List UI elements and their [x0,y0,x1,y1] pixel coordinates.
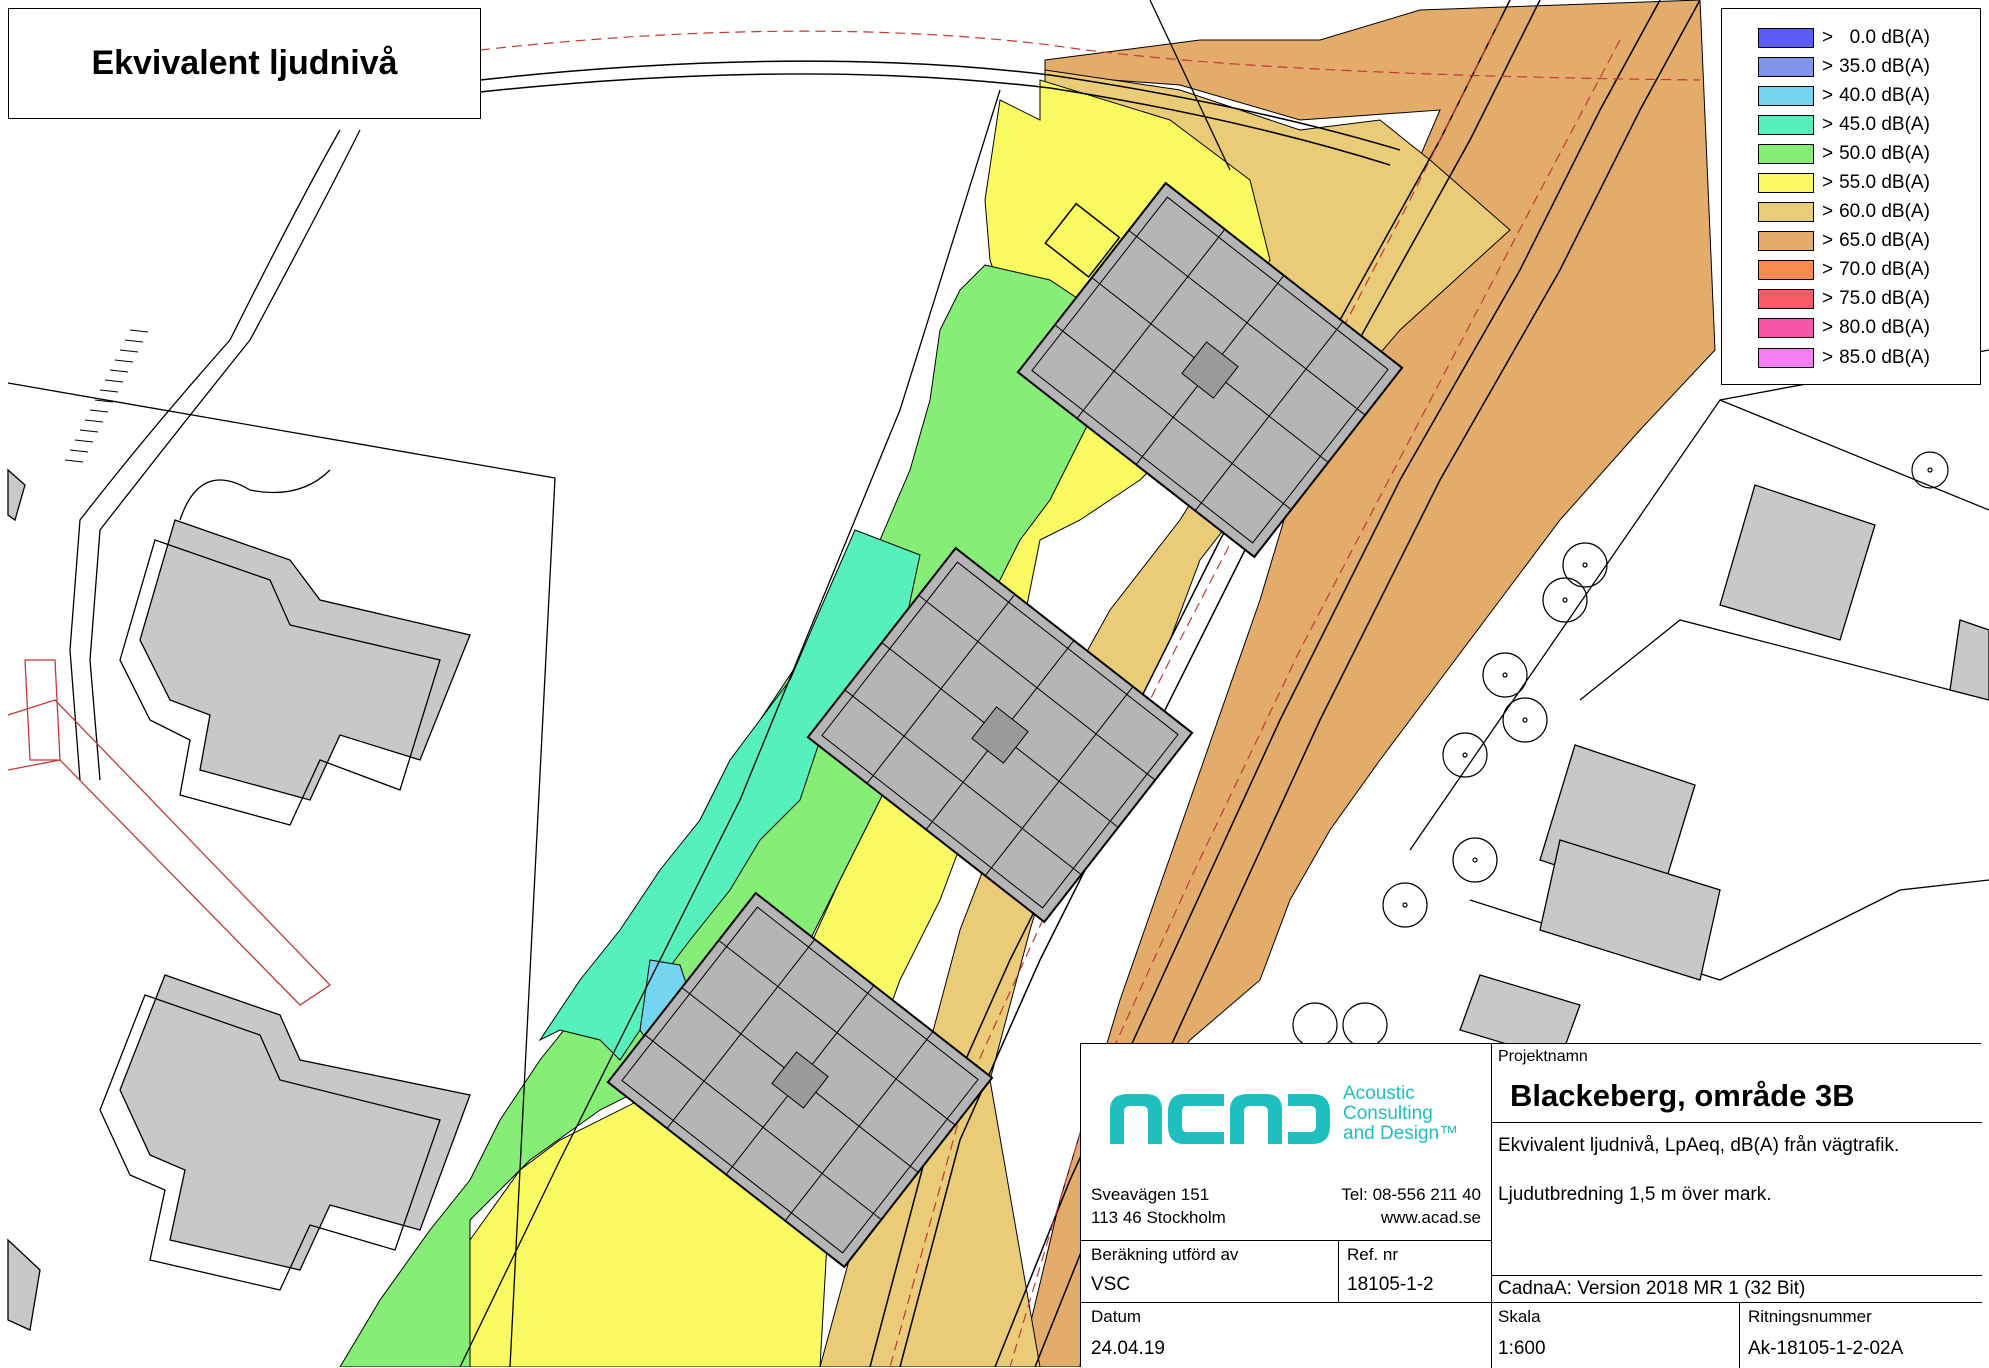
legend-label: 85.0 dB(A) [1839,346,1930,368]
legend-swatch [1758,85,1814,106]
logo-text: Acoustic Consulting and Design™ [1343,1084,1458,1144]
title-block: Acoustic Consulting and Design™ Sveaväge… [1080,1043,1982,1368]
ref-value: 18105-1-2 [1347,1274,1434,1295]
phone: Tel: 08-556 211 40 [1341,1185,1481,1204]
legend-label: 45.0 dB(A) [1839,113,1930,135]
legend-prefix: > [1822,26,1834,48]
legend-swatch [1758,289,1814,310]
legend-label: 35.0 dB(A) [1839,55,1930,77]
map-title-box: Ekvivalent ljudnivå [8,8,481,119]
date-cell: Datum 24.04.19 [1081,1303,1492,1368]
legend-label: 55.0 dB(A) [1839,172,1930,194]
scale-value: 1:600 [1498,1338,1546,1359]
legend-swatch [1758,318,1814,339]
project-name: Blackeberg, område 3B [1510,1078,1855,1113]
ref-cell: Ref. nr 18105-1-2 [1339,1241,1492,1303]
logo-line-1: Acoustic [1343,1083,1415,1104]
legend-swatch [1758,260,1814,281]
footpath [7,659,332,1006]
legend-swatch [1758,27,1814,48]
calc-by-value: VSC [1091,1274,1131,1295]
drawing-cell: Ritningsnummer Ak-18105-1-2-02A [1740,1303,1982,1368]
legend-prefix: > [1822,113,1834,135]
logo-line-2: Consulting [1343,1103,1433,1124]
software: CadnaA: Version 2018 MR 1 (32 Bit) [1498,1278,1806,1299]
legend-prefix: > [1822,201,1834,223]
legend-item: >65.0 dB(A) [1722,227,1980,256]
legend-prefix: > [1822,84,1834,106]
property-lines [7,0,1989,1367]
legend-item: >85.0 dB(A) [1722,343,1980,372]
calc-by-label: Beräkning utförd av [1091,1245,1239,1264]
legend-label: 40.0 dB(A) [1839,84,1930,106]
legend-prefix: > [1822,288,1834,310]
date-label: Datum [1091,1307,1142,1326]
legend-swatch [1758,143,1814,164]
legend-swatch [1758,202,1814,223]
legend-label: 60.0 dB(A) [1839,201,1930,223]
legend-label: 50.0 dB(A) [1839,142,1930,164]
legend-item: >45.0 dB(A) [1722,110,1980,139]
legend-label: 0.0 dB(A) [1839,26,1930,48]
legend-item: >80.0 dB(A) [1722,314,1980,343]
legend-prefix: > [1822,142,1834,164]
existing-buildings [7,468,1989,1331]
address-line-2: 113 46 Stockholm [1091,1208,1226,1227]
address-line-1: Sveavägen 151 [1091,1185,1210,1204]
description-1: Ekvivalent ljudnivå, LpAeq, dB(A) från v… [1498,1135,1900,1156]
legend-item: >55.0 dB(A) [1722,168,1980,197]
description-2: Ljudutbredning 1,5 m över mark. [1498,1184,1772,1205]
company-cell: Acoustic Consulting and Design™ Sveaväge… [1081,1044,1492,1241]
acad-logo [1110,1094,1330,1144]
legend-prefix: > [1822,230,1834,252]
calc-by-cell: Beräkning utförd av VSC [1081,1241,1339,1303]
trees [1292,451,1949,1048]
legend-label: 70.0 dB(A) [1839,259,1930,281]
legend-item: >35.0 dB(A) [1722,52,1980,81]
legend-swatch [1758,231,1814,252]
date-value: 24.04.19 [1091,1338,1165,1359]
legend-swatch [1758,114,1814,135]
legend-label: 80.0 dB(A) [1839,317,1930,339]
legend-prefix: > [1822,317,1834,339]
legend-swatch [1758,56,1814,77]
legend-prefix: > [1822,55,1834,77]
legend-item: >60.0 dB(A) [1722,198,1980,227]
ref-label: Ref. nr [1347,1245,1399,1264]
drawing-label: Ritningsnummer [1748,1307,1872,1326]
legend-item: >75.0 dB(A) [1722,285,1980,314]
legend-prefix: > [1822,346,1834,368]
legend-swatch [1758,347,1814,368]
stairs [64,329,149,463]
website[interactable]: www.acad.se [1380,1208,1481,1227]
legend-item: >40.0 dB(A) [1722,81,1980,110]
legend-item: >50.0 dB(A) [1722,139,1980,168]
legend-item: >70.0 dB(A) [1722,256,1980,285]
logo-line-3: and Design™ [1343,1123,1459,1144]
scale-label: Skala [1498,1307,1541,1326]
legend: > 0.0 dB(A)>35.0 dB(A)>40.0 dB(A)>45.0 d… [1721,8,1981,385]
legend-prefix: > [1822,259,1834,281]
map-title: Ekvivalent ljudnivå [91,44,398,82]
planned-buildings [606,181,1404,1269]
software-cell: CadnaA: Version 2018 MR 1 (32 Bit) [1492,1276,1982,1303]
roads [479,0,1701,1367]
project-label: Projektnamn [1498,1048,1588,1065]
legend-prefix: > [1822,172,1834,194]
project-cell: Projektnamn Blackeberg, område 3B Ekviva… [1492,1044,1982,1276]
legend-label: 65.0 dB(A) [1839,230,1930,252]
legend-item: > 0.0 dB(A) [1722,23,1980,52]
scale-cell: Skala 1:600 [1492,1303,1740,1368]
legend-swatch [1758,173,1814,194]
legend-label: 75.0 dB(A) [1839,288,1930,310]
drawing-value: Ak-18105-1-2-02A [1748,1338,1904,1359]
